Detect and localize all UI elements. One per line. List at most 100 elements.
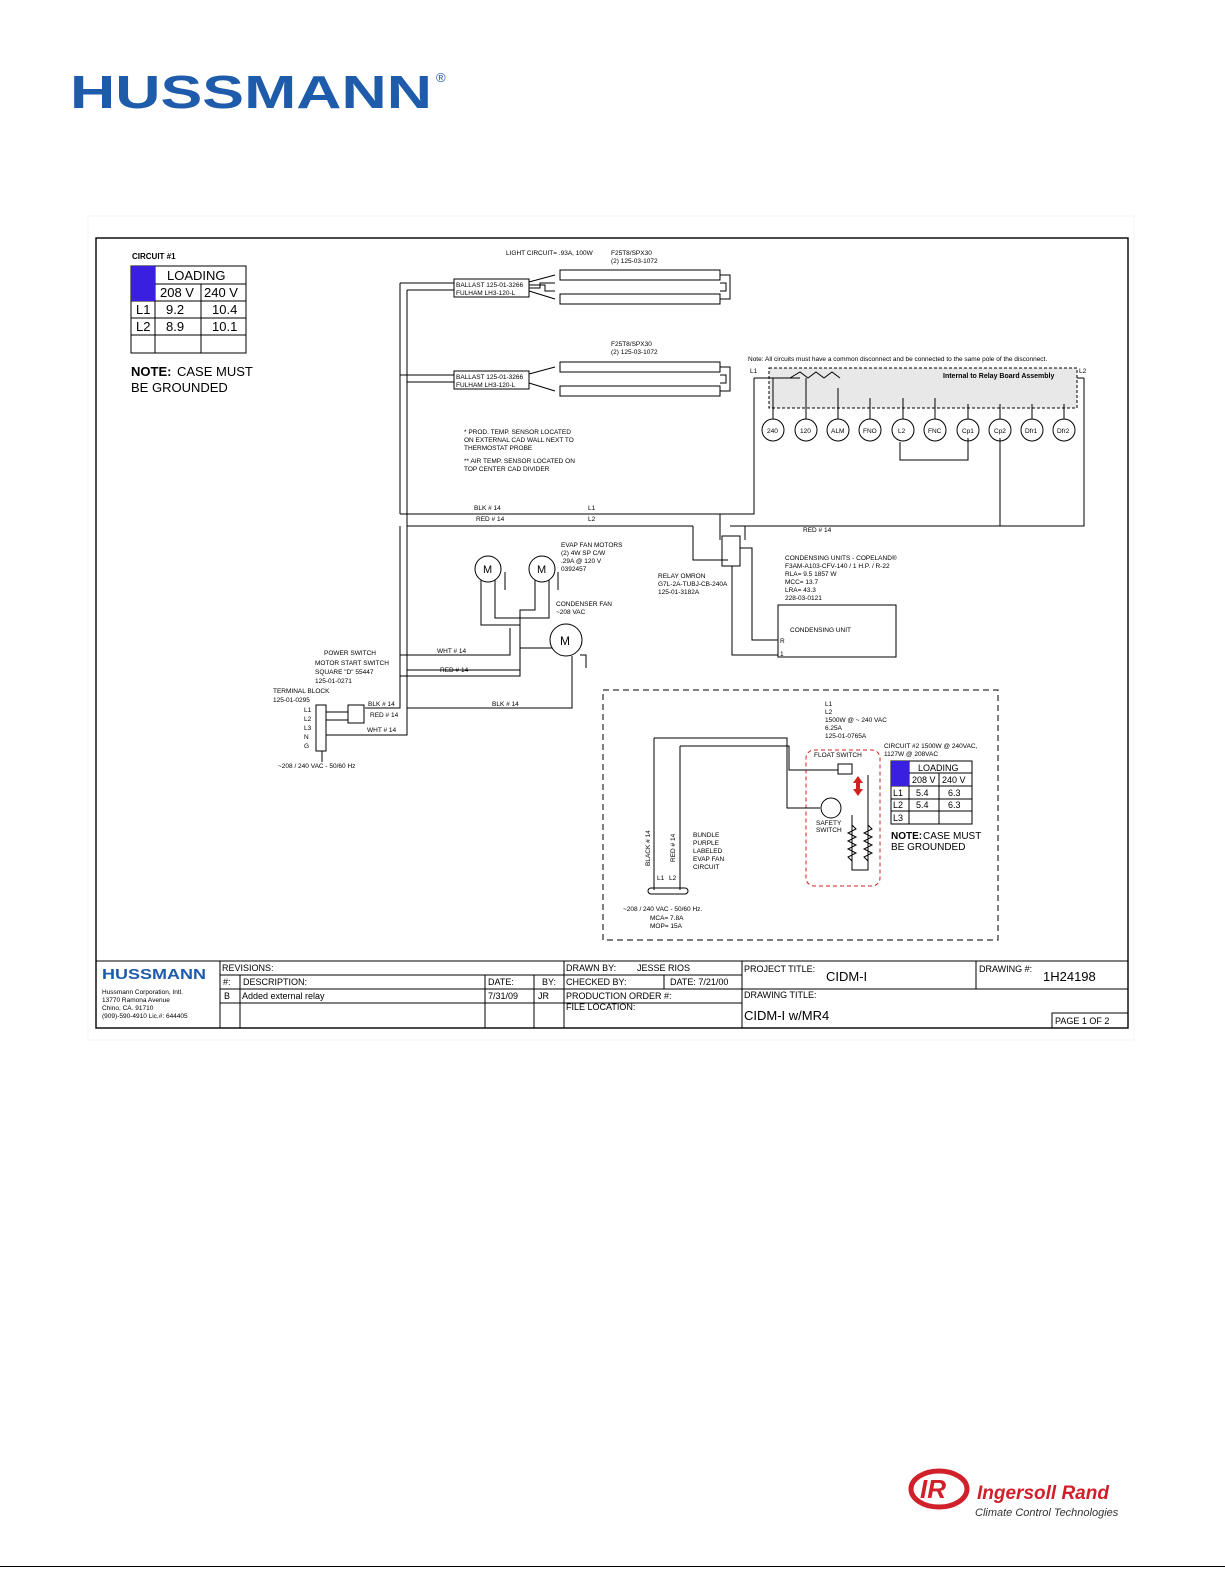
terminal-block-1: TERMINAL BLOCK [273,688,330,695]
supply-voltage: ~208 / 240 VAC - 50/60 Hz [278,763,355,770]
lamp1-part: (2) 125-03-1072 [611,258,658,265]
evap-fan-2: (2) 4W SP C/W [561,550,606,557]
evapsway-supply-1: ~208 / 240 VAC - 50/60 Hz. [623,906,702,913]
bundle-5: CIRCUIT [693,864,719,871]
circuit2-2: 1127W @ 208VAC [884,751,938,758]
circuit2-note-l1: CASE MUST [923,831,981,842]
relay-omron-2: G7L-2A-TUBJ-CB-240A [658,581,728,588]
bundle-2: PURPLE [693,840,720,847]
rev-number: B [224,991,230,1001]
circuit1-note-l2: BE GROUNDED [131,380,228,395]
sensor-note-5: TOP CENTER CAD DIVIDER [464,466,550,473]
terminal-fnc: FNC [928,428,942,435]
condenser-fan-2: ~208 VAC [556,609,586,616]
tb-g: G [304,743,309,750]
terminal-l2: L2 [898,428,906,435]
evapsway-supply-3: MOP= 15A [650,923,683,930]
condenser-fan-1: CONDENSER FAN [556,601,612,608]
evap-motor-1: M [483,564,492,576]
circuit1-l2-208: 8.9 [166,319,184,334]
tb-l1: L1 [304,707,312,714]
ir-tagline: Climate Control Technologies [975,1507,1119,1519]
evapsway-5: 125-01-0765A [825,733,867,740]
production-order-label: PRODUCTION ORDER #: [566,991,672,1001]
terminal-cp1: Cp1 [962,428,974,435]
evap-fan-3: .29A @ 120 V [561,558,602,565]
condenser-motor: M [560,634,570,648]
title-block-logo: HUSSMANN [102,966,206,983]
circuit1-col-240: 240 V [204,285,238,300]
wire-wht14-switch: WHT # 14 [367,727,397,734]
light-circuit-label: LIGHT CIRCUIT= .93A, 100W [506,250,594,257]
safety-switch-2: SWITCH [816,827,842,834]
terminal-block-2: 125-01-0295 [273,697,310,704]
evapsway-2: L2 [825,709,833,716]
circuit2-l2-208: 5.4 [916,800,929,810]
circuit2-col-240: 240 V [942,775,966,785]
drawing-number-label: DRAWING #: [979,964,1032,974]
condensing-4: MCC= 13.7 [785,579,818,586]
circuit2-l2-240: 6.3 [948,800,961,810]
bundle-1: BUNDLE [693,832,720,839]
terminal-fno: FNO [863,428,877,435]
page-bottom-rule [0,1566,1225,1567]
tb-n: N [304,734,309,741]
wire-blk14: BLK # 14 [474,505,501,512]
drawn-by: JESSE RIOS [637,963,690,973]
rev-by-header: BY: [542,977,556,987]
sensor-note-4: ** AIR TEMP. SENSOR LOCATED ON [464,458,575,465]
drawing-frame [95,237,1129,1029]
lamp2-part: (2) 125-03-1072 [611,349,658,356]
terminal-240: 240 [767,428,778,435]
circuit2-col-208: 208 V [912,775,936,785]
ir-mark-text: IR [920,1474,946,1504]
power-switch-3: SQUARE "D" 55447 [315,669,374,676]
file-location-label: FILE LOCATION: [566,1002,635,1012]
circuit2-1: CIRCUIT #2 1500W @ 240VAC, [884,743,978,750]
condensing-3: RLA= 9.5 1857 W [785,571,837,578]
wire-red14-relay: RED # 14 [803,527,832,534]
ballast1-part: BALLAST 125-01-3266 [456,282,523,289]
condensing-6: 228-03-0121 [785,595,822,602]
bundle-4: EVAP FAN [693,856,724,863]
condensing-unit-box-label: CONDENSING UNIT [790,627,851,634]
checked-by-label: CHECKED BY: [566,977,627,987]
terminal-dfr1: Dfr1 [1025,428,1038,435]
relay-board-title: Internal to Relay Board Assembly [943,373,1054,380]
hussmann-logo: HUSSMANN ® [70,70,446,114]
terminal-cp2: Cp2 [994,428,1006,435]
circuit1-col-208: 208 V [160,285,194,300]
float-switch-label: FLOAT SWITCH [814,752,862,759]
circuit1-title: CIRCUIT #1 [132,252,176,261]
rev-hash-header: #: [223,977,231,987]
condensing-r: R [780,638,785,645]
drawn-by-label: DRAWN BY: [566,963,616,973]
drawing-title: CIDM-I w/MR4 [744,1008,829,1023]
drawing-number: 1H24198 [1043,969,1096,984]
safety-switch-1: SAFETY [816,820,842,827]
power-switch-2: MOTOR START SWITCH [315,660,389,667]
circuit2-loading-header: LOADING [918,763,959,773]
ingersoll-rand-logo: IR Ingersoll Rand Climate Control Techno… [908,1468,1119,1519]
float-arrow [853,776,863,783]
condensing-2: F3AM-A103-CFV-140 / 1 H.P. / R-22 [785,563,890,570]
circuit1-note-bold: NOTE: [131,364,171,379]
project-title-label: PROJECT TITLE: [744,964,815,974]
relay-omron-3: 125-01-3182A [658,589,700,596]
rev-by: JR [538,991,550,1001]
wire-red14: RED # 14 [476,516,505,523]
lamp2-spec: F25T8/SPX30 [611,341,652,348]
circuit1-loading-header: LOADING [167,268,226,283]
rev-desc-header: DESCRIPTION: [243,977,307,987]
ballast2-part: BALLAST 125-01-3266 [456,374,523,381]
lamp1-spec: F25T8/SPX30 [611,250,652,257]
wire-red14-fan: RED # 14 [440,667,469,674]
bundle-3: LABELED [693,848,723,855]
wire-blk14-switch: BLK # 14 [368,701,395,708]
terminal-alm: ALM [831,428,844,435]
wire-blk14-fan: BLK # 14 [492,701,519,708]
sensor-note-2: ON EXTERNAL CAD WALL NEXT TO [464,437,574,444]
ir-mark-icon [908,1468,970,1510]
circuit2-l1-240: 6.3 [948,788,961,798]
